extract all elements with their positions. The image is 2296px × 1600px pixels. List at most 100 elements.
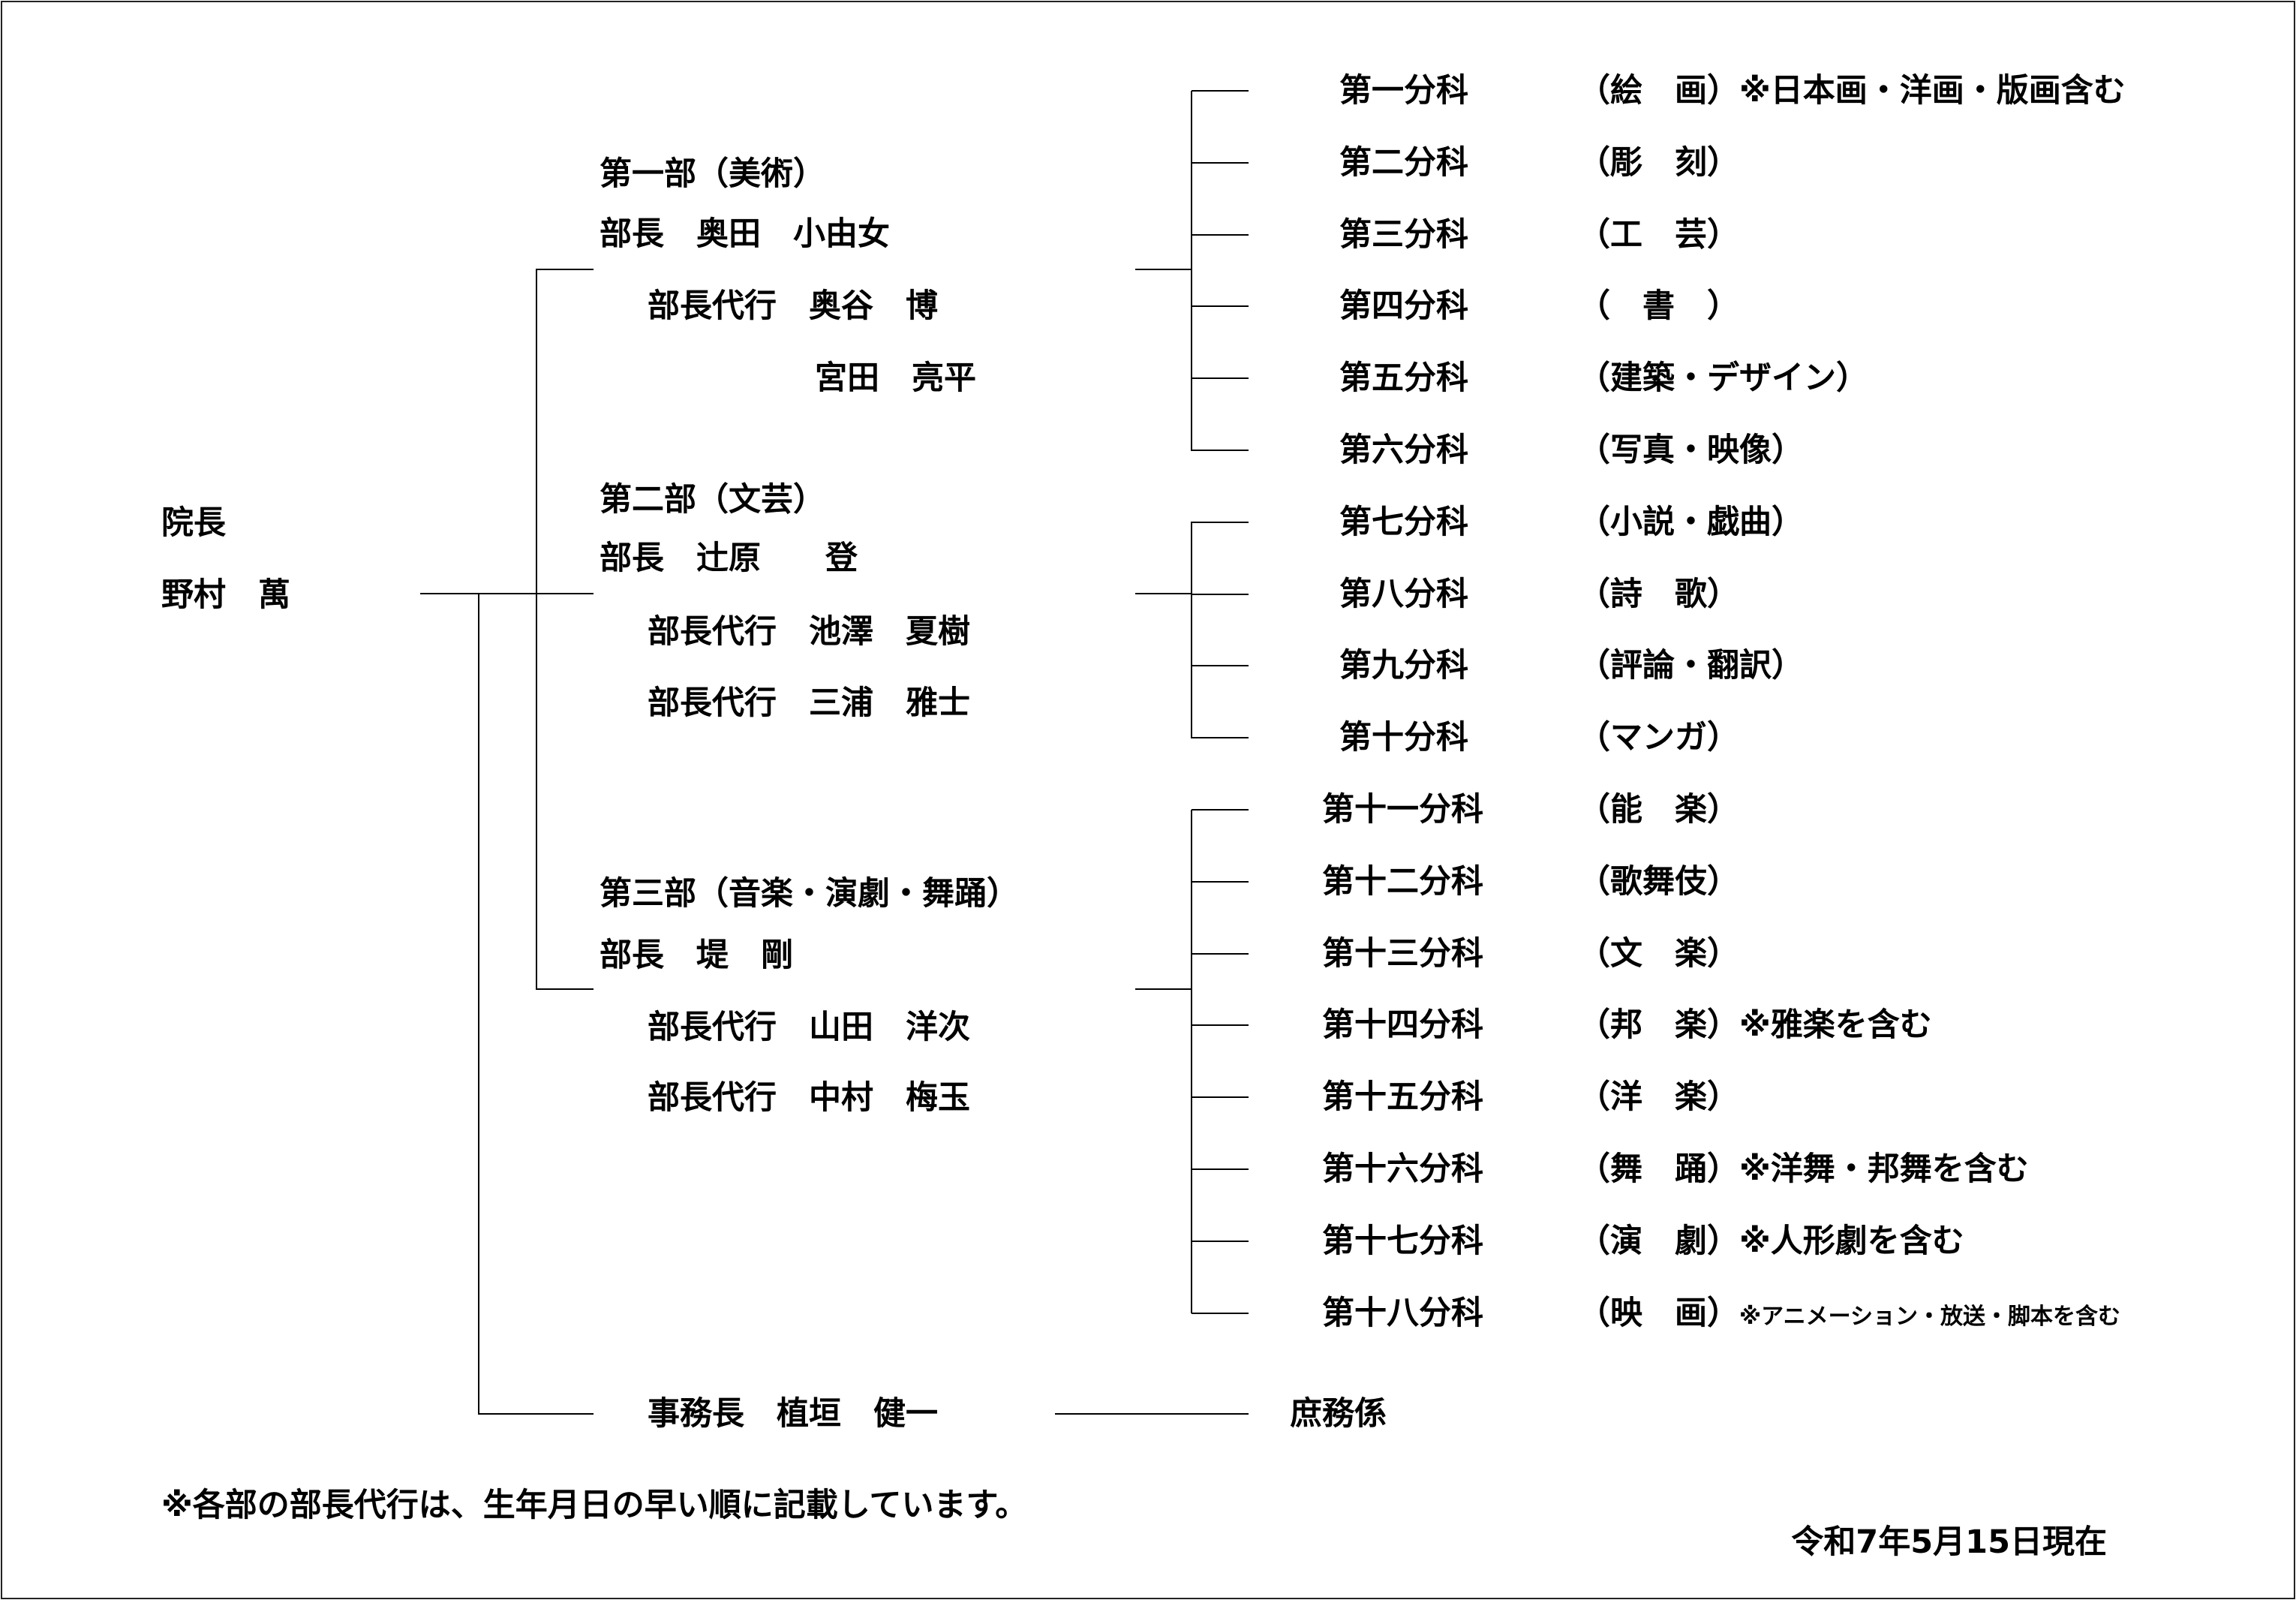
connector-line [1192,880,1249,883]
connector-line [1192,665,1249,667]
connector-line [420,593,594,594]
department-3-title: 第三部（音楽・演劇・舞踊） [600,875,1019,913]
connector-line [1055,1413,1249,1415]
connector-line [1192,809,1249,811]
department-1-deputy: 宮田 亮平 [815,359,976,397]
section-field: （小説・戯曲） [1578,503,1804,541]
section-description: （建築・デザイン） [1578,359,1868,397]
connector-line [1135,269,1192,270]
department-1-head: 部長 奥田 小由女 [600,215,890,253]
connector-line [536,988,594,990]
section-name: 第一分科 [1339,72,1468,110]
section-field: （絵 画）※日本画・洋画・版画含む [1578,72,2126,110]
section-name: 第十二分科 [1322,862,1483,901]
section-name: 第七分科 [1339,503,1468,541]
department-2-head: 部長 辻原 登 [600,540,858,577]
connector-line [478,593,479,1414]
section-field: （評論・翻訳） [1578,647,1804,685]
secretariat-head: 事務長 植垣 健一 [648,1395,938,1433]
section-description: （マンガ） [1578,719,1739,756]
section-description: （邦 楽）※雅楽を含む [1578,1006,1932,1044]
section-name: 第十八分科 [1322,1294,1483,1332]
section-description: （絵 画）※日本画・洋画・版画含む [1578,72,2126,110]
connector-line [536,269,537,990]
section-field: （建築・デザイン） [1578,359,1868,398]
section-name: 第十分科 [1339,719,1468,757]
section-field: （洋 楽） [1578,1078,1739,1117]
connector-line [1192,1312,1249,1314]
connector-line [1192,1096,1249,1099]
section-field: （彫 刻） [1578,143,1739,182]
section-description: （歌舞伎） [1578,863,1739,901]
department-3-deputy: 部長代行 山田 洋次 [648,1009,970,1046]
department-2-deputy: 部長代行 三浦 雅士 [648,684,970,722]
section-field: （邦 楽）※雅楽を含む [1578,1006,1932,1045]
section-description: （文 楽） [1578,935,1739,973]
section-name: 第八分科 [1339,575,1468,613]
section-name: 第十六分科 [1322,1150,1483,1188]
section-field: （舞 踊）※洋舞・邦舞を含む [1578,1150,2029,1188]
connector-line [1135,988,1192,990]
section-name: 第六分科 [1339,432,1468,469]
connector-line [1192,737,1249,739]
connector-line [1192,161,1249,164]
section-field: （映 画） [1578,1294,1739,1332]
section-name: 第九分科 [1339,647,1468,685]
section-description: （洋 楽） [1578,1078,1739,1116]
section-name: 第十七分科 [1322,1222,1483,1260]
section-note: ※アニメーション・放送・脚本を含む [1739,1303,2120,1330]
department-3-deputy: 部長代行 中村 梅玉 [648,1079,970,1117]
connector-line [1192,377,1249,380]
president-title: 院長 [161,504,226,542]
department-1-deputy: 部長代行 奥谷 博 [648,287,938,325]
section-description: （演 劇）※人形劇を含む [1578,1223,1964,1260]
section-name: 第十一分科 [1322,791,1483,829]
section-description: （舞 踊）※洋舞・邦舞を含む [1578,1150,2029,1188]
connector-line [1192,593,1249,595]
connector-line [1192,1240,1249,1242]
section-field: （文 楽） [1578,934,1739,973]
connector-line [478,1413,594,1415]
connector-line [1191,91,1192,451]
section-field: （写真・映像） [1578,432,1804,469]
connector-line [1191,522,1192,738]
department-1-title: 第一部（美術） [600,155,825,193]
connector-line [1192,305,1249,308]
section-name: 第十三分科 [1322,934,1483,973]
connector-line [1192,952,1249,955]
president-name: 野村 萬 [161,576,290,614]
section-name: 第五分科 [1339,359,1468,398]
secretariat-unit: 庶務係 [1290,1395,1387,1433]
section-description: （工 芸） [1578,216,1739,254]
section-description: （詩 歌） [1578,576,1739,613]
connector-line [1192,450,1249,451]
connector-line [1192,90,1249,92]
footnote: ※各部の部長代行は、生年月日の早い順に記載しています。 [161,1487,1028,1524]
section-field: （マンガ） [1578,719,1739,757]
section-field: （工 芸） [1578,215,1739,254]
connector-line [1191,810,1192,1313]
section-description: （彫 刻） [1578,144,1739,182]
section-description: （評論・翻訳） [1578,647,1804,684]
connector-line [536,269,594,270]
section-name: 第十四分科 [1322,1006,1483,1045]
section-description: （ 書 ） [1578,287,1739,325]
section-field: （歌舞伎） [1578,862,1739,901]
section-name: 第十五分科 [1322,1078,1483,1117]
section-name: 第四分科 [1339,287,1468,326]
department-2-deputy: 部長代行 池澤 夏樹 [648,613,970,651]
section-description: （写真・映像） [1578,432,1804,469]
section-field: （ 書 ） [1578,287,1739,326]
section-field: （詩 歌） [1578,575,1739,613]
connector-line [1192,521,1249,523]
section-name: 第三分科 [1339,215,1468,254]
connector-line [1192,1168,1249,1170]
section-description: （能 楽） [1578,791,1739,829]
section-description: （映 画）※アニメーション・放送・脚本を含む [1578,1295,2120,1336]
department-2-title: 第二部（文芸） [600,481,825,519]
as-of-date: 令和7年5月15日現在 [1791,1523,2107,1561]
department-3-head: 部長 堤 剛 [600,937,793,974]
section-field: （能 楽） [1578,791,1739,829]
